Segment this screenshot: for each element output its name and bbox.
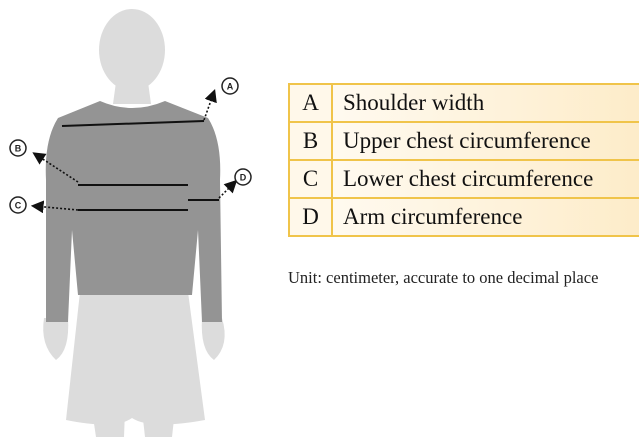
marker-c: C [10,197,26,213]
legend-key-c: C [289,160,332,198]
legend-label-a: Shoulder width [332,84,639,122]
marker-b-label: B [15,144,22,154]
person-shirt [46,101,222,322]
legend-row-a: A Shoulder width [289,84,639,122]
legend-row-c: C Lower chest circumference [289,160,639,198]
measurement-legend-table: A Shoulder width B Upper chest circumfer… [288,83,639,237]
body-figure-svg: A B C D [0,0,270,437]
marker-c-label: C [15,201,22,211]
unit-note: Unit: centimeter, accurate to one decima… [288,268,598,288]
body-figure-diagram: A B C D [0,0,270,437]
legend-label-b: Upper chest circumference [332,122,639,160]
legend-key-d: D [289,198,332,236]
marker-d-label: D [240,173,247,183]
leader-arrow-a [204,92,214,120]
person-head [99,9,165,104]
person-shorts [66,292,205,425]
marker-b: B [10,140,26,156]
marker-a: A [222,78,238,94]
legend-row-b: B Upper chest circumference [289,122,639,160]
legend-key-a: A [289,84,332,122]
legend-label-c: Lower chest circumference [332,160,639,198]
legend-key-b: B [289,122,332,160]
marker-a-label: A [227,82,234,92]
marker-d: D [235,169,251,185]
legend-row-d: D Arm circumference [289,198,639,236]
legend-label-d: Arm circumference [332,198,639,236]
leader-arrow-d [219,182,235,198]
